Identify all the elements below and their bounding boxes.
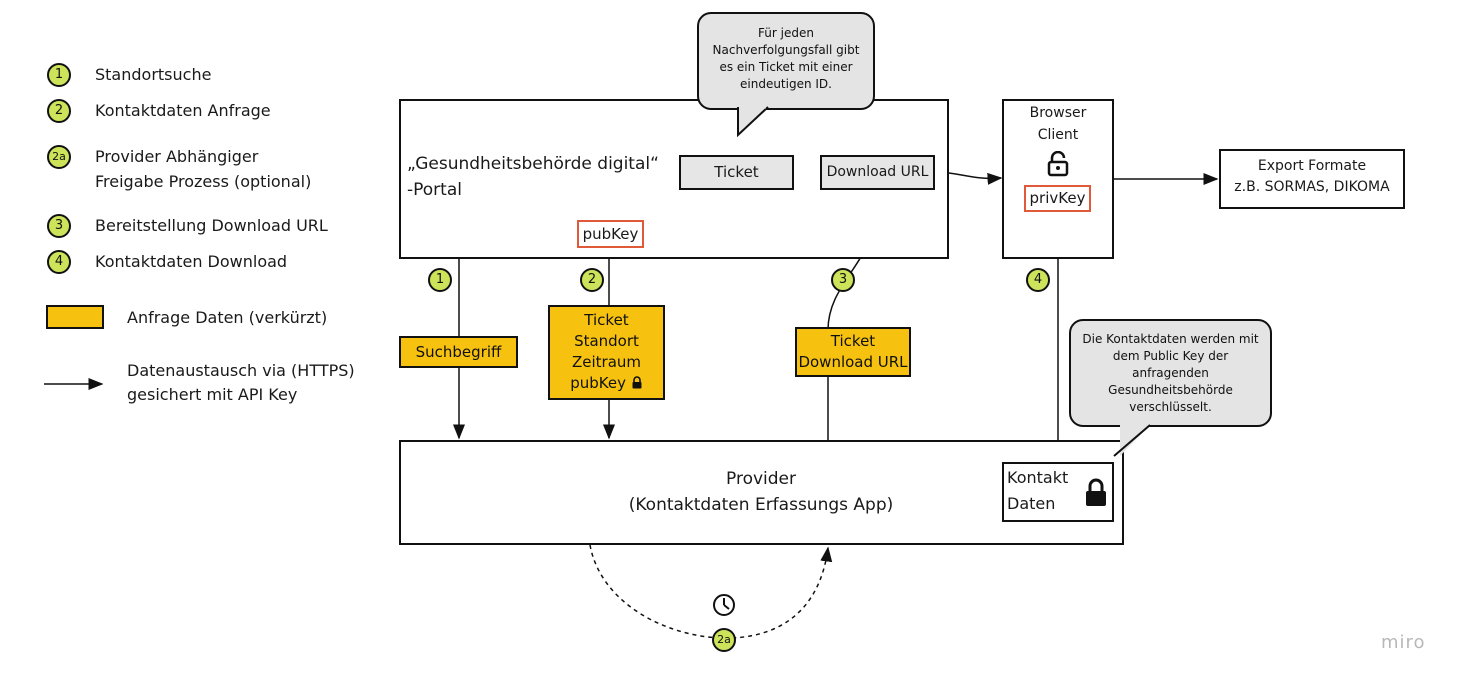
export-formats-box: Export Formate z.B. SORMAS, DIKOMA [1219,149,1405,209]
clock-icon [713,594,735,616]
step-badge-3: 3 [831,268,855,292]
kontakt-daten-line2: Daten [1007,494,1056,513]
unlocked-icon [1047,151,1069,177]
privkey-box: privKey [1024,185,1091,212]
payload-request-standort: Standort [574,332,639,350]
legend-label-2a: Provider Abhängiger [95,147,259,166]
legend-badge-2: 2 [47,99,71,123]
payload-request-pubkey-row: pubKey [550,373,663,394]
bubble-provider-line2: dem Public Key der [1112,349,1229,363]
payload-response-download-url: Download URL [798,353,908,371]
step-badge-2a: 2a [712,628,736,652]
bubble-provider-line4: Gesundheitsbehörde [1108,383,1233,397]
step-badge-4: 4 [1026,268,1050,292]
portal-title-line2: -Portal [407,180,462,200]
step-badge-1: 1 [428,268,452,292]
ticket-speech-bubble: Für jeden Nachverfolgungsfall gibt es ei… [697,12,875,110]
provider-title-line2: (Kontaktdaten Erfassungs App) [628,495,894,515]
kontakt-daten-line1: Kontakt [1007,468,1069,487]
payload-request-pubkey: pubKey [570,374,626,392]
legend-badge-2a: 2a [47,145,71,169]
payload-suchbegriff: Suchbegriff [399,336,518,368]
bubble-ticket-line4: eindeutigen ID. [740,77,832,91]
legend-label-2a-line2: Freigabe Prozess (optional) [95,172,312,191]
step-badge-2: 2 [580,268,604,292]
payload-request-zeitraum: Zeitraum [571,353,642,371]
bubble-provider-line5: verschlüsselt. [1129,400,1212,414]
legend-yellow-swatch [46,305,104,329]
payload-request: Ticket Standort Zeitraum pubKey [548,305,665,400]
export-formats: z.B. SORMAS, DIKOMA [1234,179,1390,195]
legend-label-4: Kontaktdaten Download [95,252,288,271]
bubble-ticket-line3: es ein Ticket mit einer [719,60,853,74]
legend-badge-3: 3 [47,214,71,238]
legend-badge-1: 1 [47,63,71,87]
pubkey-box: pubKey [577,220,644,248]
miro-watermark: miro [1381,632,1426,653]
legend-label-1: Standortsuche [95,65,212,84]
portal-title-line1: „Gesundheitsbehörde digital“ [407,154,659,174]
legend-arrow-label-2: gesichert mit API Key [127,385,298,404]
locked-icon [1086,478,1106,506]
browser-title-line1: Browser [1029,105,1087,121]
bubble-provider-line1: Die Kontaktdaten werden mit [1082,332,1259,346]
legend-arrow-label-1: Datenaustausch via (HTTPS) [127,361,355,380]
provider-speech-bubble: Die Kontaktdaten werden mit dem Public K… [1069,319,1272,427]
bubble-ticket-line1: Für jeden [758,26,814,40]
legend-yellow-label: Anfrage Daten (verkürzt) [127,308,328,327]
legend-badge-4: 4 [47,250,71,274]
payload-request-ticket: Ticket [584,311,629,329]
payload-response-ticket: Ticket [830,332,876,350]
legend-label-2: Kontaktdaten Anfrage [95,101,271,120]
kontakt-daten-box: Kontakt Daten [1002,462,1114,522]
payload-response: Ticket Download URL [795,327,911,377]
legend-label-3: Bereitstellung Download URL [95,216,328,235]
step2a-dashed-arrow [589,544,833,639]
bubble-ticket-line2: Nachverfolgungsfall gibt [712,43,860,57]
browser-title-line2: Client [1037,127,1079,143]
download-url-box: Download URL [820,155,935,190]
browser-client-box: Browser Client [1002,99,1114,259]
export-title: Export Formate [1257,158,1367,174]
bubble-provider-line3: anfragenden [1132,366,1209,380]
ticket-box: Ticket [679,155,794,190]
provider-title-line1: Provider [726,469,796,489]
lock-icon [632,376,642,389]
